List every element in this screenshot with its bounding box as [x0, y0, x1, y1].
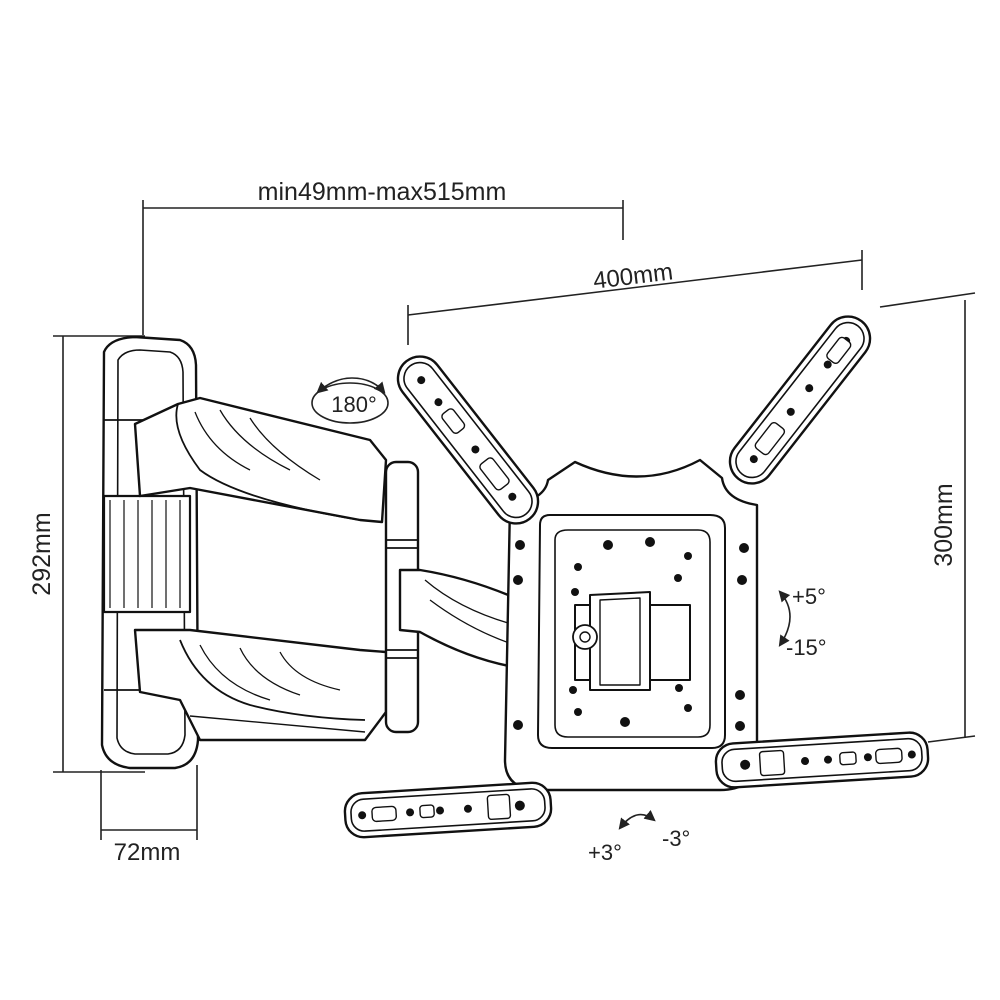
level-plus-label: +3° [588, 840, 622, 865]
wall-plate-height-label: 292mm [28, 512, 56, 595]
vesa-height-label: 300mm [930, 483, 958, 566]
extension-dimension [142, 200, 624, 335]
vesa-height-dimension [879, 292, 976, 743]
bracket-upper-left [396, 355, 540, 525]
vesa-width-label: 400mm [592, 258, 675, 294]
tilt-indicator [778, 590, 791, 647]
level-indicator [618, 809, 656, 830]
vesa-head-plate [503, 458, 759, 792]
extension-label: min49mm-max515mm [258, 178, 507, 206]
bracket-lower-left [343, 781, 553, 839]
bracket-lower-right [714, 731, 930, 789]
plate-holes [513, 537, 749, 731]
wall-plate-height-dimension [53, 335, 145, 773]
swivel-indicator [311, 377, 389, 424]
bracket-upper-right [728, 315, 872, 485]
upper-arm [133, 396, 388, 524]
lower-arm [133, 628, 388, 742]
level-minus-label: -3° [662, 826, 690, 851]
wall-plate-depth-label: 72mm [114, 839, 181, 866]
wall-plate-depth-dimension [100, 765, 198, 840]
tilt-up-label: +5° [792, 584, 826, 609]
tilt-down-label: -15° [786, 635, 827, 660]
vesa-width-dimension [407, 250, 863, 345]
swivel-label: 180° [331, 392, 377, 417]
